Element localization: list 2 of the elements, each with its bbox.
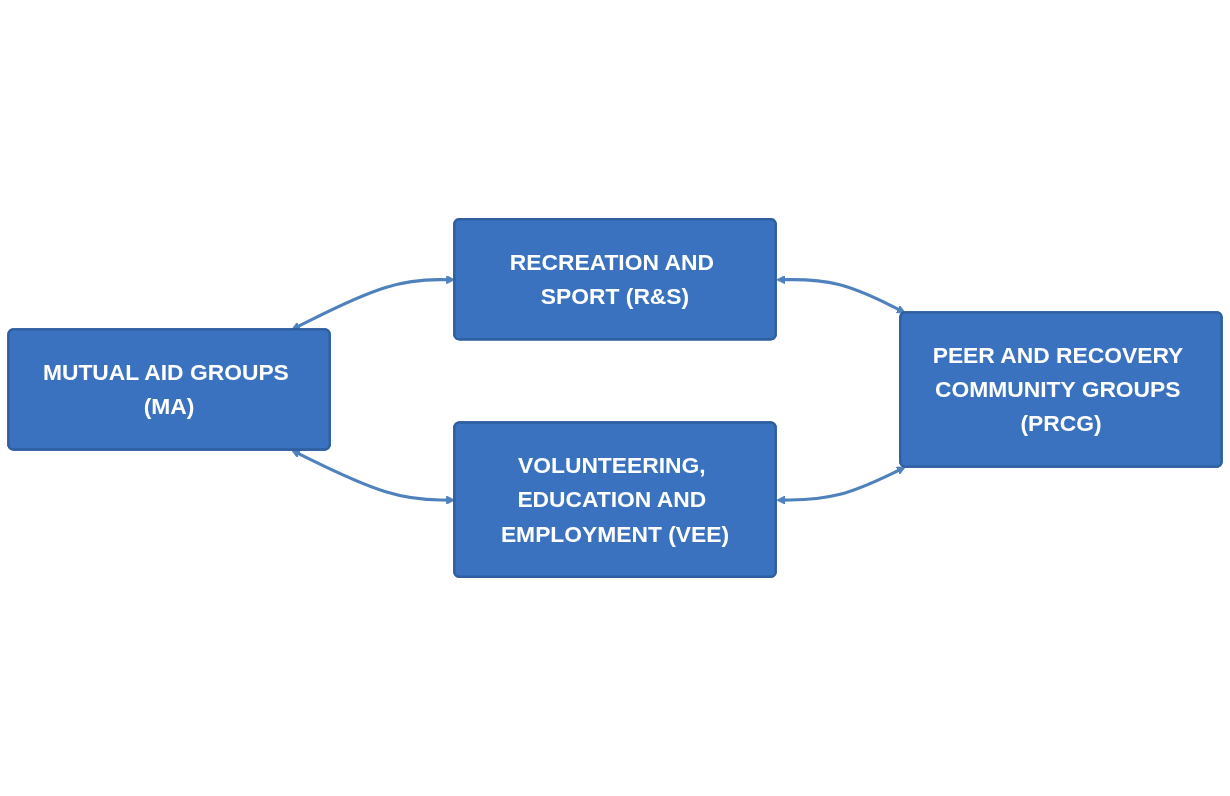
arrow xyxy=(776,466,906,505)
arrow xyxy=(776,275,906,314)
